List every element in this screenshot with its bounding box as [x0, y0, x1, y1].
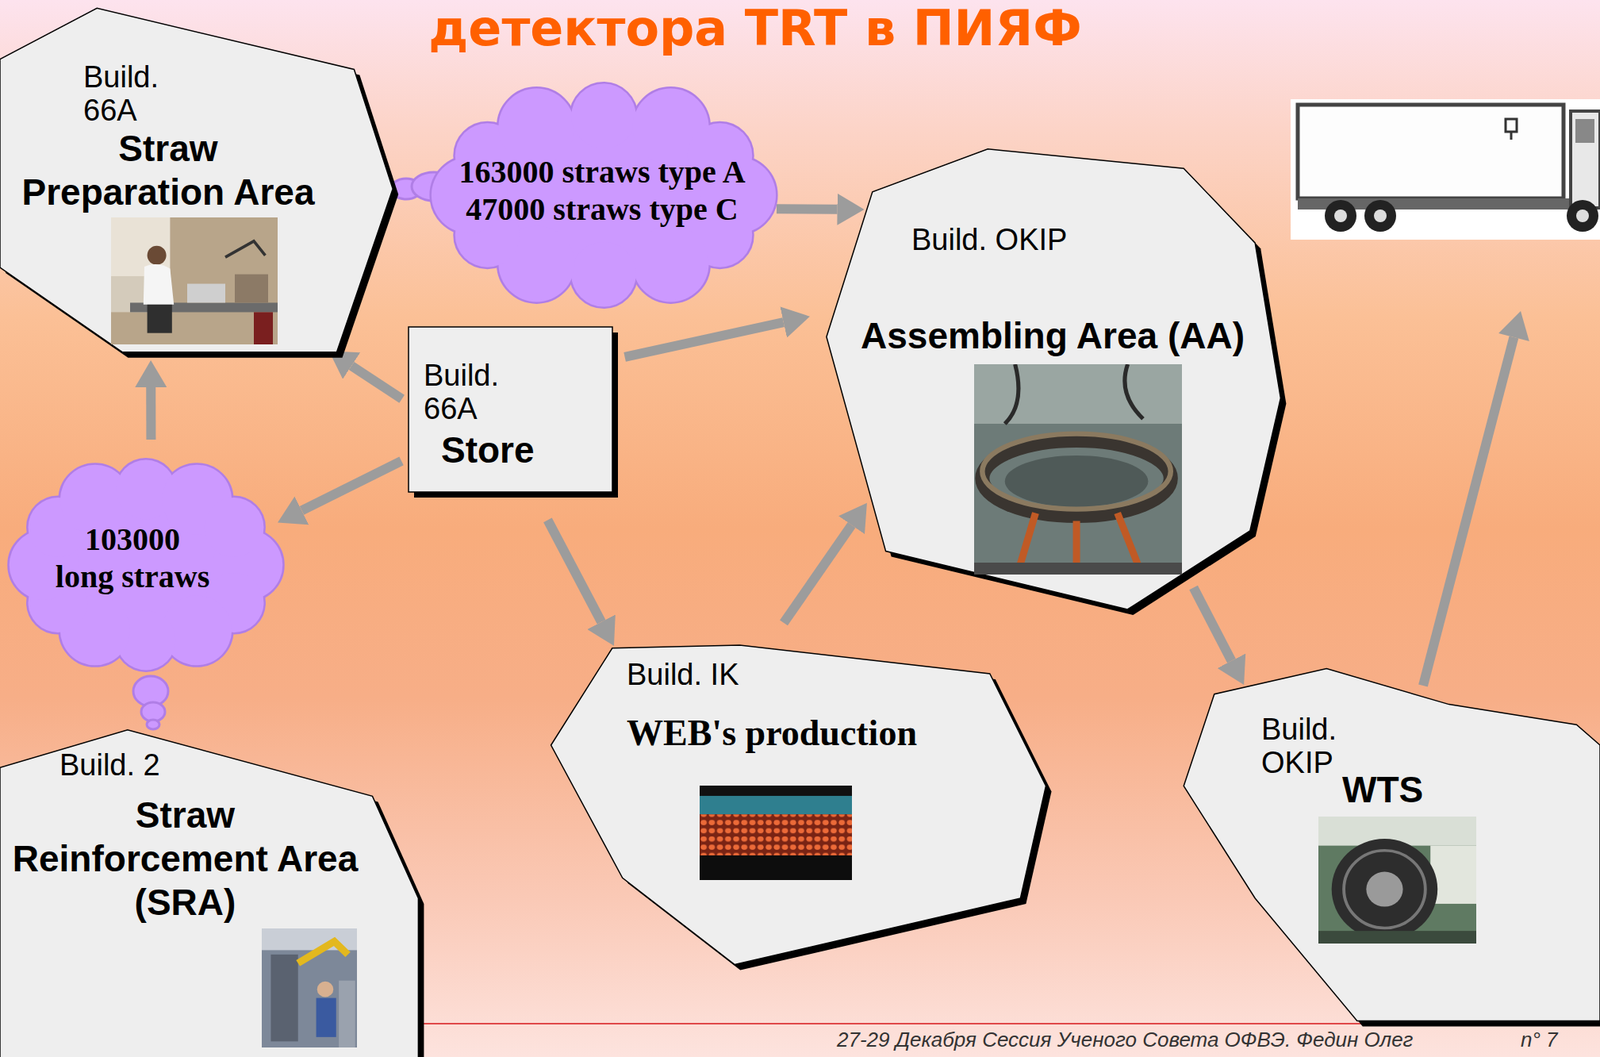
flow-arrow	[145, 387, 156, 440]
area-octagon: Build. 2 Straw Reinforcement Area (SRA)	[0, 729, 419, 1057]
area-name: WTS	[1342, 767, 1424, 812]
flow-arrow	[1193, 587, 1232, 661]
area-name: Store	[441, 428, 535, 472]
flow-arrow	[351, 365, 403, 400]
flow-arrow	[776, 203, 837, 214]
area-octagon: Build. OKIP Assembling Area (AA)	[826, 148, 1281, 611]
text-slot: Straw Preparation Area	[17, 126, 319, 215]
text-slot: 163000 straws type A	[451, 153, 753, 191]
label-slot: 27-29 Декабря Сессия Ученого Совета ОФВЭ…	[836, 1027, 1413, 1052]
building-label: Build. 2	[59, 748, 161, 782]
area-name: Straw Reinforcement Area (SRA)	[8, 793, 362, 925]
text-slot: WTS	[1342, 767, 1424, 812]
text-slot: 47000 straws type C	[451, 190, 753, 228]
area-outline	[0, 7, 393, 353]
area-name: Straw Preparation Area	[17, 126, 319, 215]
area-name: Assembling Area (AA)	[838, 314, 1267, 358]
building-label: Build. 66A	[83, 60, 163, 127]
area-octagon: Build. OKIPWTS	[1183, 668, 1600, 1021]
cloud-outline	[9, 460, 284, 671]
area-outline	[1183, 668, 1600, 1021]
cloud-fill	[9, 460, 284, 671]
truck-icon	[1290, 99, 1600, 240]
flow-arrow	[547, 519, 602, 622]
cloud-callout: 163000 straws type A47000 straws type C	[441, 76, 768, 311]
thought-bubble-tail	[133, 675, 169, 730]
building-label: Build. OKIP	[1261, 712, 1341, 779]
node-outline	[551, 642, 1047, 967]
building-label: Build. 66A	[423, 358, 503, 426]
text-slot: Build. 66A	[83, 60, 163, 127]
area-photo	[261, 928, 357, 1048]
area-photo	[111, 217, 278, 345]
label-slot: n° 7	[1520, 1027, 1558, 1052]
title-slot: детектора TRT в ПИЯФ	[279, 0, 1232, 57]
text-slot: WEB's production	[626, 710, 918, 755]
flow-arrow	[301, 460, 402, 511]
text-slot: Build. OKIP	[911, 222, 1067, 257]
cloud-callout: 103000 long straws	[15, 448, 278, 682]
page-number: n° 7	[1520, 1027, 1558, 1052]
cloud-outline	[431, 83, 776, 307]
building-label: Build. OKIP	[911, 222, 1067, 257]
node-outline	[826, 148, 1281, 611]
text-slot: Straw Reinforcement Area (SRA)	[8, 793, 362, 925]
slide-title: детектора TRT в ПИЯФ	[279, 0, 1232, 57]
cloud-fill	[431, 83, 776, 307]
text-slot: Assembling Area (AA)	[838, 314, 1267, 358]
text-slot: Store	[441, 428, 535, 472]
area-name: 47000 straws type C	[451, 190, 753, 228]
flow-arrow	[1423, 310, 1530, 686]
area-outline	[0, 729, 419, 1057]
node-outline	[1183, 668, 1600, 1021]
footer-text: 27-29 Декабря Сессия Ученого Совета ОФВЭ…	[836, 1027, 1413, 1052]
area-octagon: Build. 66AStraw Preparation Area	[0, 7, 393, 353]
area-name: 103000 long straws	[53, 520, 212, 595]
area-octagon: Build. IK WEB's production	[551, 642, 1047, 967]
store-box: Build. 66AStore	[408, 326, 613, 492]
area-photo	[699, 785, 852, 880]
flow-arrow	[783, 525, 852, 623]
text-slot: Build. IK	[626, 657, 740, 691]
text-slot: 103000 long straws	[53, 520, 212, 595]
area-photo	[974, 364, 1182, 575]
text-slot: Build. 66A	[423, 358, 503, 426]
box-outline	[408, 326, 613, 492]
text-slot: Build. OKIP	[1261, 712, 1341, 779]
building-label: Build. IK	[626, 657, 740, 691]
text-slot: Build. 2	[59, 748, 161, 782]
area-name: WEB's production	[626, 710, 918, 755]
area-photo	[1318, 816, 1477, 944]
flow-arrow	[625, 322, 784, 357]
area-outline	[826, 149, 1282, 610]
area-outline	[551, 644, 1047, 965]
area-name: 163000 straws type A	[451, 153, 753, 191]
